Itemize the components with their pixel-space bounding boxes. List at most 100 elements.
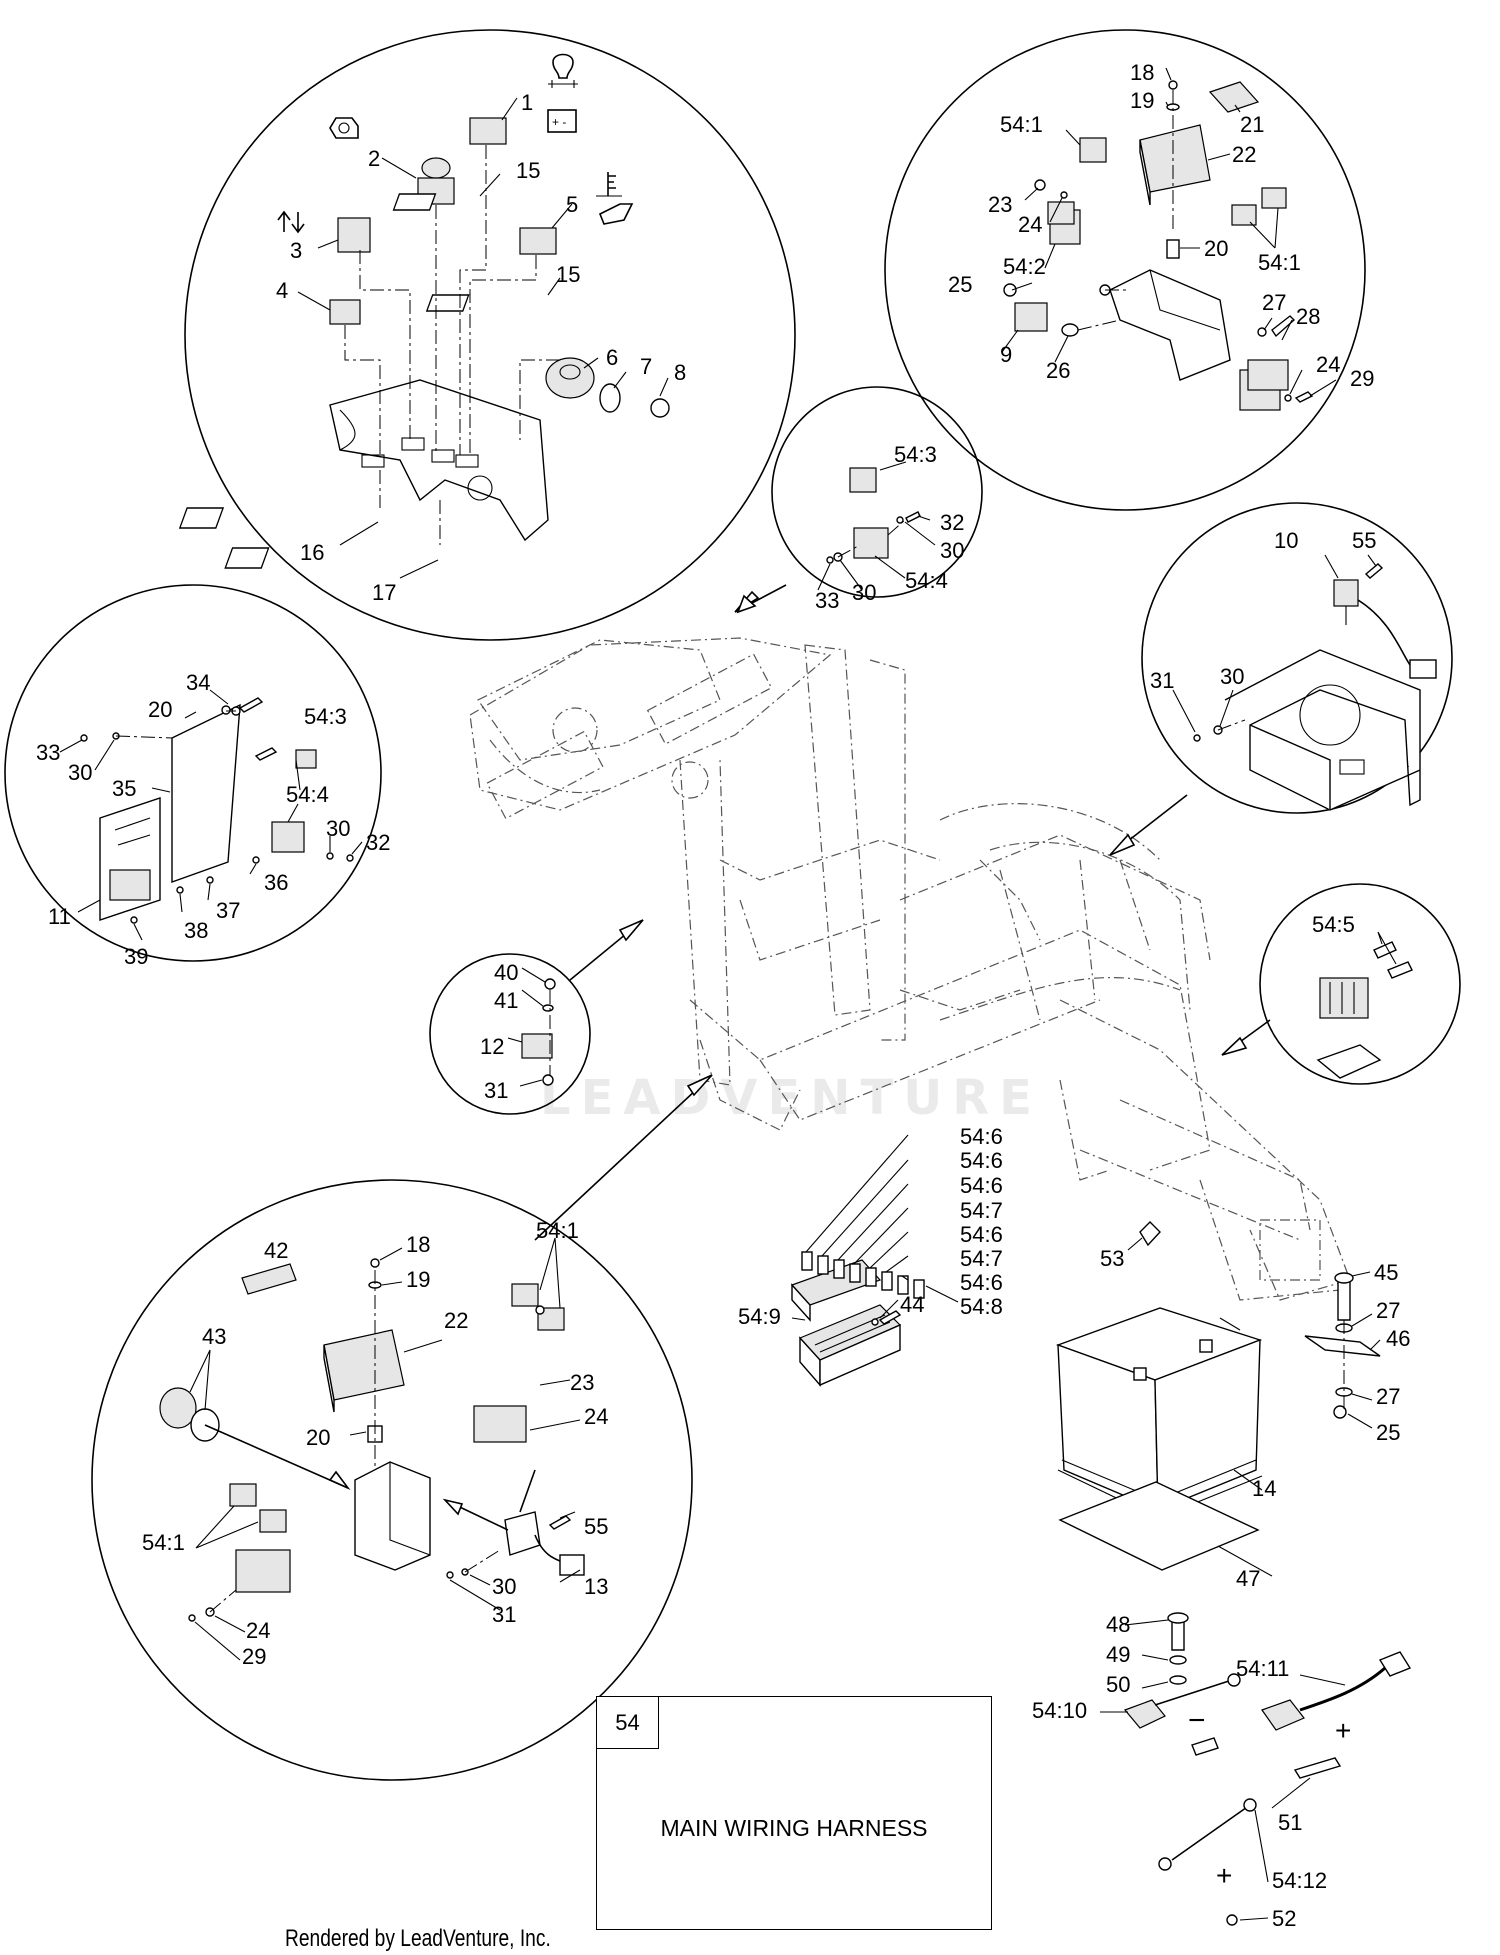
callout: 12 [480, 1034, 504, 1059]
callout: 32 [366, 830, 390, 855]
callout: 30 [1220, 664, 1244, 689]
main-frame-assembly [469, 637, 1351, 1301]
callout: 22 [1232, 142, 1256, 167]
callout: 27 [1376, 1298, 1400, 1323]
callout: 15 [516, 158, 540, 183]
callout: 45 [1374, 1260, 1398, 1285]
hydraulic-icon [596, 172, 634, 225]
part-1-switch [469, 117, 507, 145]
callout: 54:8 [960, 1294, 1003, 1319]
svg-text:+ -: + - [552, 115, 566, 129]
legend-description: MAIN WIRING HARNESS [660, 1815, 928, 1841]
callout: 13 [584, 1574, 608, 1599]
callout: 39 [124, 944, 148, 969]
callout: 46 [1386, 1326, 1410, 1351]
callout: 54:6 [960, 1124, 1003, 1149]
detail-fuse-block [790, 1134, 1161, 1387]
battery-icon: + - [547, 109, 577, 133]
callout: 11 [48, 904, 71, 929]
callout: 15 [556, 262, 580, 287]
callout: 25 [948, 272, 972, 297]
negative-symbol: − [1188, 1704, 1206, 1737]
callout: 17 [372, 580, 396, 605]
callout: 24 [1316, 352, 1340, 377]
callout: 28 [1296, 304, 1320, 329]
callout: 27 [1262, 290, 1286, 315]
callout: 54:7 [960, 1246, 1003, 1271]
callout: 2 [368, 146, 380, 171]
callout: 44 [900, 1292, 924, 1317]
callout: 54:6 [960, 1148, 1003, 1173]
callout: 41 [494, 988, 518, 1013]
detail-battery [1055, 1271, 1381, 1577]
callout: 54:2 [1003, 254, 1046, 279]
callout: 16 [300, 540, 324, 565]
detail-dash-panel: + - [178, 29, 796, 641]
callout: 52 [1272, 1906, 1296, 1931]
part-4-switch [329, 299, 361, 325]
callout: 32 [940, 510, 964, 535]
callout: 29 [242, 1644, 266, 1669]
part-5-switch [519, 227, 557, 255]
callout: 24 [584, 1404, 608, 1429]
callout: 54:1 [142, 1530, 185, 1555]
callout: 7 [640, 354, 652, 379]
callout: 31 [484, 1078, 508, 1103]
callout: 55 [1352, 528, 1376, 553]
part-3-switch [337, 217, 371, 253]
positive-symbol-cable: + [1216, 1860, 1232, 1891]
callout: 31 [492, 1602, 516, 1627]
callout: 50 [1106, 1672, 1130, 1697]
callout: 19 [1130, 88, 1154, 113]
callout: 54:1 [536, 1218, 579, 1243]
callout: 14 [1252, 1476, 1276, 1501]
callout: 23 [988, 192, 1012, 217]
callout: 54:12 [1272, 1868, 1327, 1893]
callout: 54:3 [894, 442, 937, 467]
callout: 54:6 [960, 1270, 1003, 1295]
detail-solenoid-mount [91, 1074, 713, 1781]
callout: 4 [276, 278, 288, 303]
positive-symbol: + [1335, 1715, 1351, 1746]
callout: 54:3 [304, 704, 347, 729]
callout: 54:7 [960, 1198, 1003, 1223]
callout: 54:1 [1258, 250, 1301, 275]
callout: 8 [674, 360, 686, 385]
callout: 55 [584, 1514, 608, 1539]
callout: 54:9 [738, 1304, 781, 1329]
callout: 30 [492, 1574, 516, 1599]
callout: 35 [112, 776, 136, 801]
callout: 5 [566, 192, 578, 217]
callout: 33 [36, 740, 60, 765]
callout: 19 [406, 1267, 430, 1292]
part-6-ignition [545, 357, 595, 399]
callout: 43 [202, 1324, 226, 1349]
engine-start-icon [329, 117, 359, 139]
callout: 42 [264, 1238, 288, 1263]
detail-seat-switch [429, 919, 644, 1115]
callout: 24 [246, 1618, 270, 1643]
detail-battery-cables: − + + [1100, 1612, 1412, 1926]
detail-controller [4, 584, 382, 962]
callout: 54:6 [960, 1173, 1003, 1198]
callout: 49 [1106, 1642, 1130, 1667]
callout: 40 [494, 960, 518, 985]
callout: 18 [406, 1232, 430, 1257]
callout: 18 [1130, 60, 1154, 85]
callout: 47 [1236, 1566, 1260, 1591]
callout: 20 [1204, 236, 1228, 261]
callout: 31 [1150, 668, 1174, 693]
detail-relay-small [734, 386, 983, 613]
callout: 30 [940, 538, 964, 563]
callout: 22 [444, 1308, 468, 1333]
detail-switch-bracket [1109, 502, 1453, 856]
callout: 54:6 [960, 1222, 1003, 1247]
detail-fuse-holder [1221, 883, 1461, 1085]
callout: 20 [148, 697, 172, 722]
callout: 30 [852, 580, 876, 605]
legend-box: 54 MAIN WIRING HARNESS [596, 1696, 992, 1930]
callout: 51 [1278, 1810, 1302, 1835]
callout: 53 [1100, 1246, 1124, 1271]
callout: 34 [186, 670, 210, 695]
